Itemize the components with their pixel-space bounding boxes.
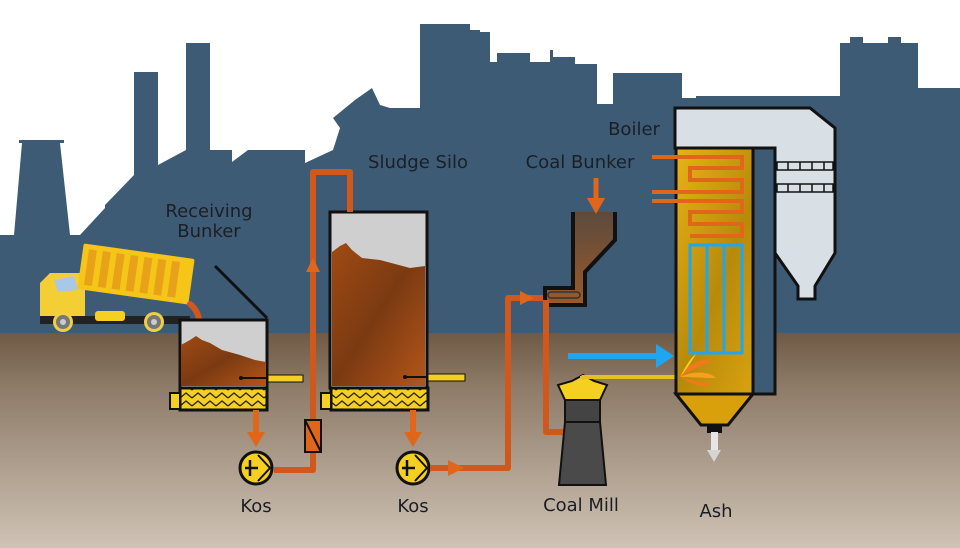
sludge-pipe-1	[274, 169, 353, 473]
label-coal-mill: Coal Mill	[543, 495, 619, 516]
screw-conveyor-2	[329, 386, 430, 412]
label-receiving-bunker-line2: Bunker	[177, 221, 241, 242]
receiving-bunker	[169, 264, 304, 412]
water-tubes	[688, 243, 744, 355]
flow-arrow-down-2	[404, 410, 422, 447]
pump-1	[238, 450, 274, 486]
label-receiving-bunker-line1: Receiving	[165, 201, 252, 222]
pump-2	[395, 450, 431, 486]
fuel-line	[580, 375, 680, 380]
flow-arrow-right-2	[520, 291, 534, 305]
label-pump-2: Kos	[397, 496, 428, 517]
flow-arrow-coal-in	[587, 198, 605, 214]
sludge-silo	[320, 210, 466, 412]
label-coal-bunker: Coal Bunker	[526, 152, 635, 173]
label-sludge-silo: Sludge Silo	[368, 152, 468, 173]
flow-arrow-down-1	[247, 410, 265, 447]
dump-truck	[40, 243, 195, 332]
air-inlet-arrow	[568, 344, 674, 368]
coal-pipe	[543, 300, 564, 435]
label-boiler: Boiler	[608, 119, 660, 140]
coal-mill	[556, 373, 609, 486]
screw-conveyor-1	[178, 386, 269, 412]
ground	[0, 333, 960, 548]
flow-arrow-right-1	[448, 460, 464, 476]
boiler	[652, 106, 837, 433]
coal-bunker	[543, 178, 617, 307]
heat-exchanger-coils	[652, 155, 744, 238]
flame-icon	[680, 354, 716, 386]
label-ash: Ash	[699, 501, 732, 522]
label-pump-1: Kos	[240, 496, 271, 517]
ash-outlet-arrow	[707, 432, 721, 462]
flow-arrow-up	[306, 258, 320, 272]
